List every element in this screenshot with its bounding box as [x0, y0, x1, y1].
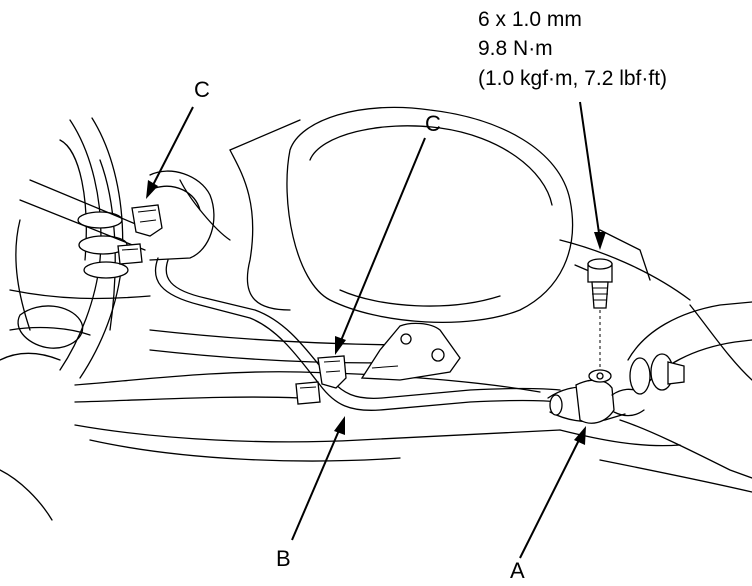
right-hose [627, 301, 752, 395]
callout-arrows [146, 101, 606, 559]
fluid-pipe-b [154, 257, 561, 411]
label-b: B [276, 546, 291, 571]
left-hose-assembly [17, 117, 151, 379]
transmission-housing-outline [179, 106, 691, 323]
mounting-bracket [360, 322, 461, 381]
left-cylinder-housing [149, 170, 215, 261]
label-a: A [510, 558, 525, 583]
pipe-clamp-left-lower [117, 243, 143, 265]
label-c-left: C [194, 77, 210, 102]
flange-bolt [587, 258, 613, 370]
spec-bolt-size: 6 x 1.0 mm [478, 8, 582, 31]
label-c-right: C [425, 111, 441, 136]
pipe-clamp-center-upper [317, 355, 347, 389]
vehicle-frame-outline [0, 139, 752, 521]
spec-torque-nm: 9.8 N·m [478, 37, 553, 60]
spec-torque-imperial: (1.0 kgf·m, 7.2 lbf·ft) [478, 67, 667, 90]
pipe-clamp-left-upper [131, 204, 163, 237]
pipe-clamp-center-lower [295, 381, 321, 405]
